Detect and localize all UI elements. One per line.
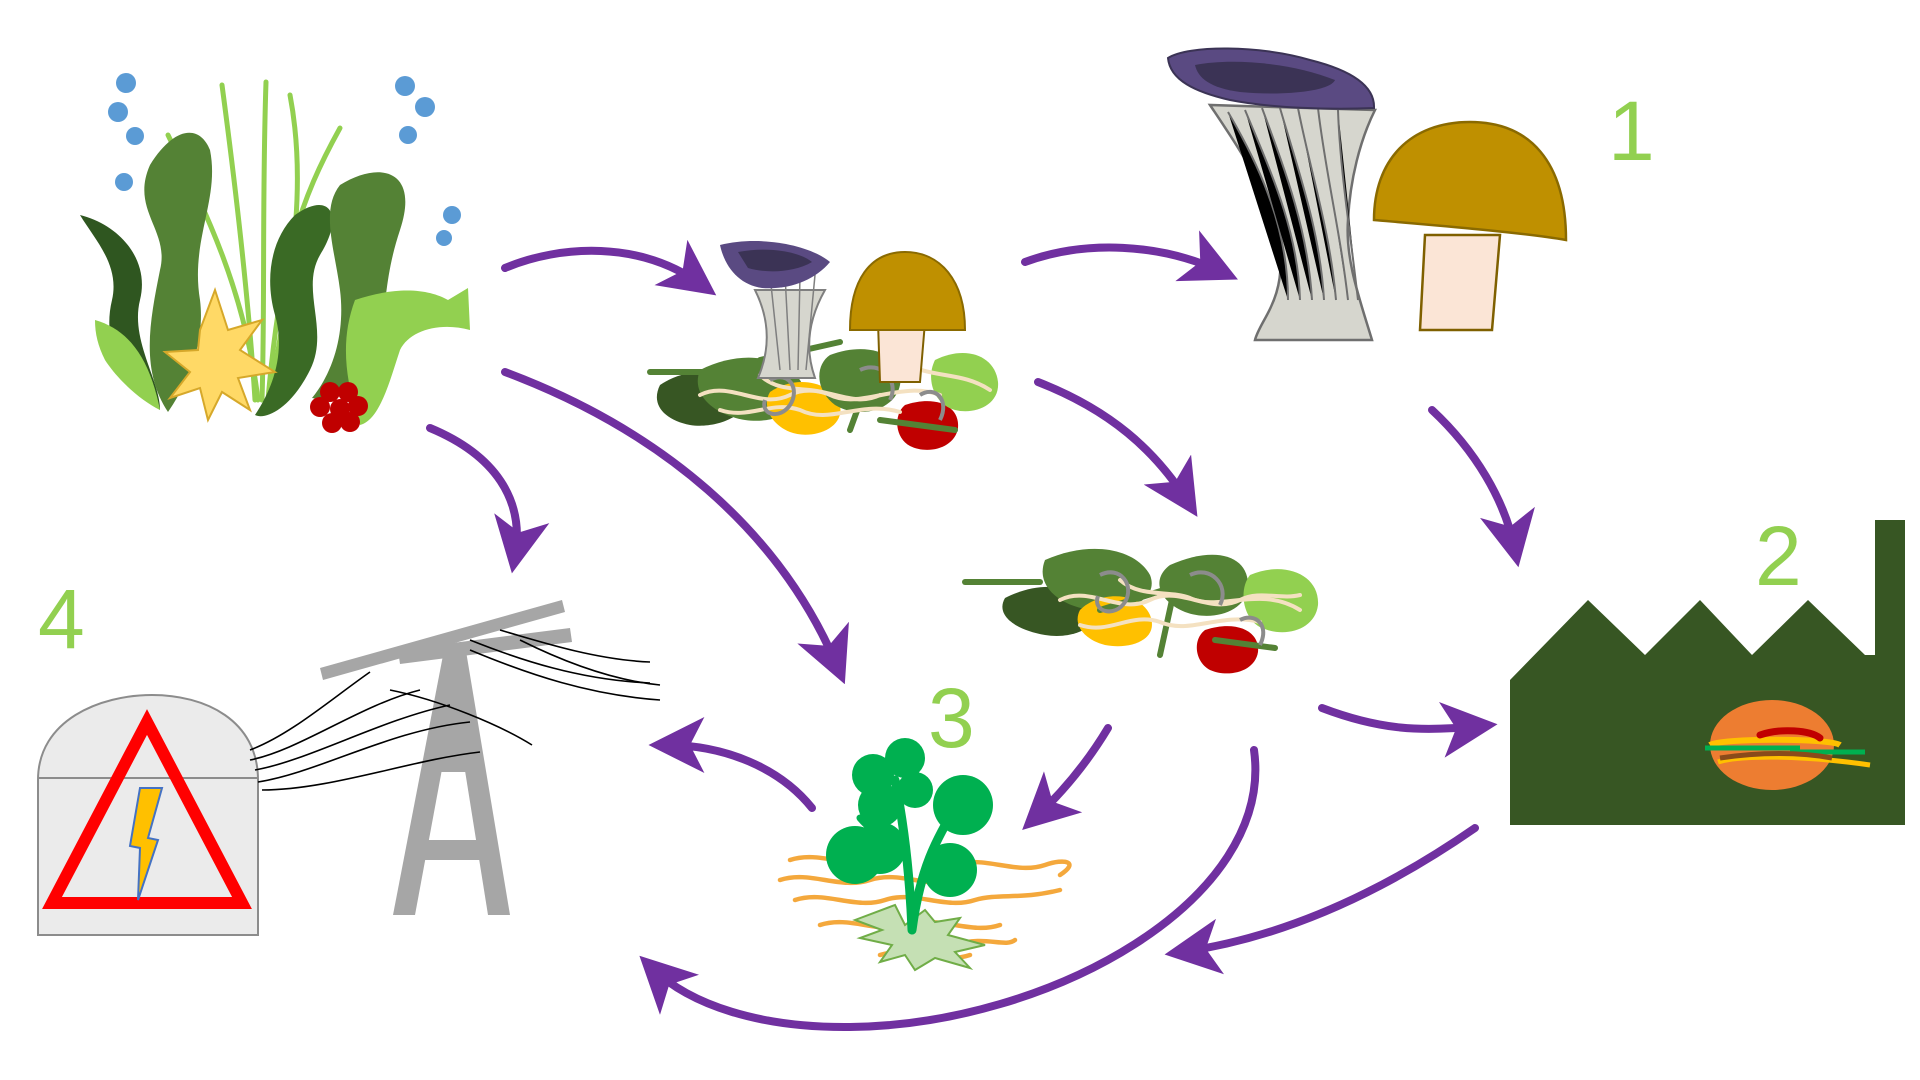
label-4: 4 — [38, 572, 85, 666]
seedling-soil-icon — [777, 738, 1072, 972]
seaweed-biomass-icon — [80, 73, 470, 433]
spent-substrate-icon — [962, 548, 1319, 674]
arrow-biomass-to-fertilizer — [501, 368, 849, 685]
arrow-substrate-to-fertilizer — [1022, 724, 1112, 831]
arrow-biomass-to-energy — [426, 424, 550, 574]
arrow-substrate-to-factory — [1318, 701, 1498, 758]
mushrooms-on-substrate-icon — [647, 241, 999, 450]
label-1: 1 — [1608, 84, 1655, 178]
label-3: 3 — [928, 671, 975, 765]
arrow-biomass-to-cultivation — [501, 239, 717, 296]
arrow-fertilizer-to-energy — [648, 717, 816, 812]
arrow-harvest-to-factory — [1428, 406, 1535, 568]
arrow-cultivation-to-harvest — [1021, 230, 1238, 282]
label-2: 2 — [1755, 509, 1802, 603]
oyster-and-boletus-mushroom-icon — [1166, 47, 1568, 342]
arrow-cultivation-to-spent-substrate — [1034, 378, 1198, 517]
arrow-factory-to-fertilizer — [1164, 824, 1479, 975]
arrow-substrate-to-energy — [639, 746, 1260, 1032]
factory-burger-icon — [1510, 520, 1905, 825]
power-line-warning-icon — [37, 600, 661, 936]
